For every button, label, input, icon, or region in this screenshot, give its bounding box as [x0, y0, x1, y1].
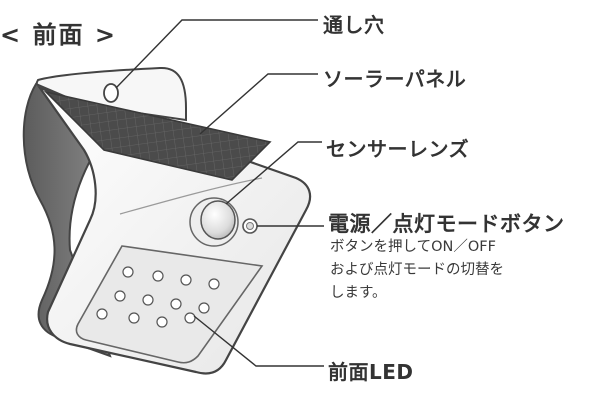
power-button-desc-line: ボタンを押してON／OFF: [330, 239, 496, 255]
label-sensor-lens: センサーレンズ: [326, 137, 470, 161]
label-through-hole: 通し穴: [323, 13, 385, 37]
led-panel-graphic: [75, 245, 264, 364]
leader-lines: [115, 19, 324, 367]
leader-led: [193, 315, 324, 367]
label-front-led: 前面LED: [328, 360, 414, 384]
label-power-button: 電源／点灯モードボタン: [328, 212, 565, 236]
side-housing: [22, 82, 122, 358]
solar-panel-graphic: [43, 90, 272, 181]
leader-sensor: [225, 141, 322, 205]
leader-solar: [199, 73, 318, 135]
through-hole-icon: [103, 83, 119, 103]
led-dots: [96, 266, 220, 328]
view-title: < 前面 >: [0, 21, 117, 49]
label-solar-panel: ソーラーパネル: [323, 67, 467, 91]
leader-hole: [115, 19, 318, 89]
sensor-lens-graphic: [189, 197, 239, 247]
power-button-desc-line: します。: [330, 285, 387, 301]
power-button-desc-line: および点灯モードの切替を: [330, 262, 504, 278]
power-button-graphic: [242, 218, 258, 234]
